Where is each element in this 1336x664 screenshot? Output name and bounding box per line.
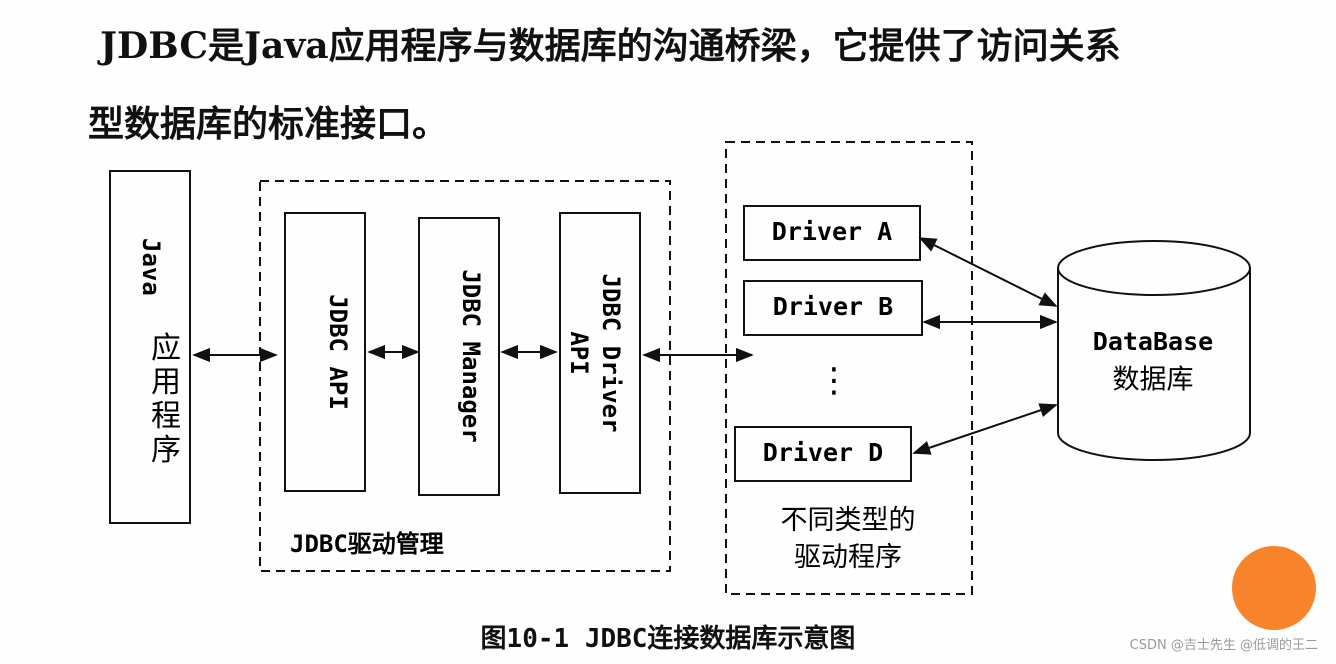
jdbc-management-label: JDBC驱动管理 [290, 530, 444, 558]
driver-b-label: Driver B [773, 292, 893, 321]
drivers-label-2: 驱动程序 [794, 542, 902, 573]
figure-caption: 图10-1 JDBC连接数据库示意图 [480, 624, 856, 654]
driver-b-box [743, 280, 923, 336]
java-app-box [109, 170, 191, 524]
database-label-2: 数据库 [1113, 365, 1194, 396]
driver-d-label: Driver D [763, 438, 883, 467]
java-app-char: 程 [151, 399, 181, 434]
jdbc-driver-api-label-1: JDBC Driver [597, 274, 625, 433]
csdn-watermark: CSDN @吉士先生 @低调的王二 [1129, 638, 1318, 653]
java-app-label-latin: Java [137, 238, 165, 296]
driver-a-label: Driver A [772, 217, 892, 246]
driver-d-box [734, 426, 912, 482]
java-app-label-chars: 应 用 程 序 [151, 331, 181, 468]
jdbc-management-group [259, 180, 671, 572]
jdbc-driver-api-label-2: API [565, 331, 593, 374]
orange-circle-decoration [1232, 546, 1316, 630]
database-cylinder [1057, 240, 1251, 461]
drivers-label-1: 不同类型的 [781, 505, 916, 536]
arrow-driver-d-to-db [912, 403, 1058, 455]
java-app-char: 序 [151, 433, 181, 468]
intro-line-1: JDBC是Java应用程序与数据库的沟通桥梁，它提供了访问关系 [100, 25, 1121, 67]
drivers-ellipsis: ⋮ [817, 361, 851, 401]
arrow-driver-a-to-db [918, 237, 1058, 307]
java-app-char: 应 [151, 331, 181, 366]
intro-line-2: 型数据库的标准接口。 [88, 103, 449, 145]
drivers-group [725, 141, 973, 595]
driver-a-box [743, 205, 921, 261]
jdbc-driver-api-box [559, 212, 641, 494]
jdbc-api-label: JDBC API [324, 294, 352, 410]
jdbc-manager-label: JDBC Manager [457, 269, 485, 442]
jdbc-api-box [284, 212, 366, 492]
java-app-char: 用 [151, 365, 181, 400]
database-label-1: DataBase [1093, 327, 1213, 356]
